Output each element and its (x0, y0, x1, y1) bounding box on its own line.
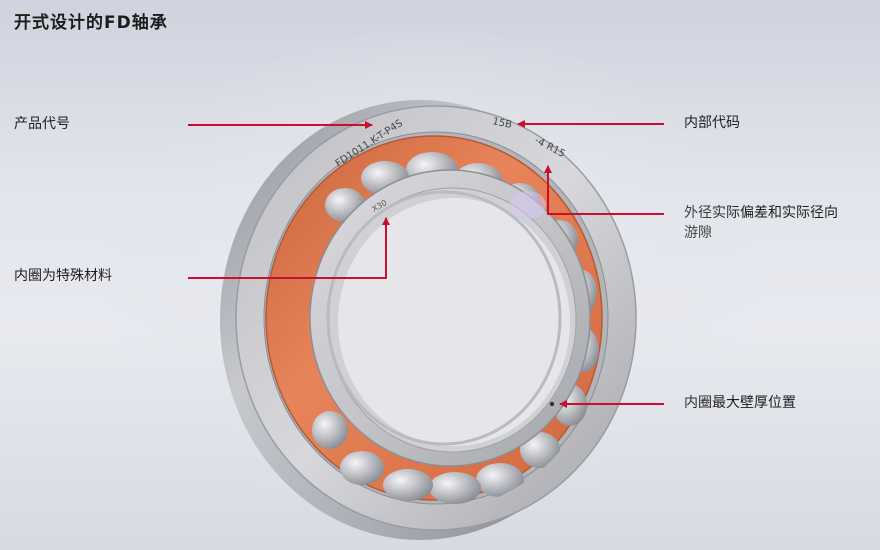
inner-bore (338, 198, 570, 446)
label-internal-code: 内部代码 (684, 115, 740, 131)
label-inner-ring-material: 内圈为特殊材料 (14, 268, 112, 284)
arrow-clearance (544, 165, 664, 215)
marking-internal-code: 15B (491, 116, 513, 131)
pointer-arrows (188, 120, 664, 408)
page-title: 开式设计的FD轴承 (14, 13, 168, 33)
max-wall-dot (549, 401, 555, 407)
label-product-code: 产品代号 (14, 116, 70, 132)
arrow-inner-ring-material (188, 217, 390, 279)
